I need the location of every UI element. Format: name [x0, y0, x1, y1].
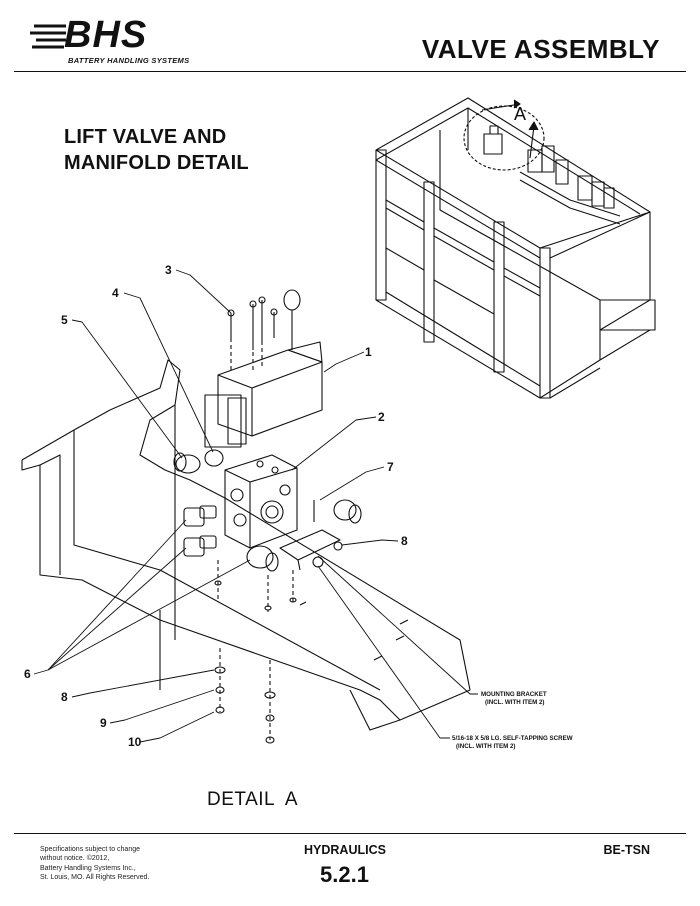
section-title-line-1: LIFT VALVE AND: [64, 126, 227, 148]
solenoid-valve-item-1: [204, 289, 323, 448]
note-mounting-bracket-line-1: MOUNTING BRACKET: [481, 691, 547, 698]
footer-disclaimer-line-3: Battery Handling Systems Inc.,: [40, 864, 136, 872]
footer-page-number: 5.2.1: [320, 862, 369, 887]
callout-9: 9: [100, 716, 107, 730]
note-screw-line-2: (INCL. WITH ITEM 2): [456, 743, 515, 750]
section-title-line-2: MANIFOLD DETAIL: [64, 152, 249, 174]
footer-section-name: HYDRAULICS: [304, 843, 386, 857]
footer-model: BE-TSN: [603, 843, 650, 857]
detail-a-view-label: A: [514, 104, 526, 124]
fittings: [173, 449, 362, 572]
bhs-logo: BHS BATTERY HANDLING SYSTEMS: [28, 10, 208, 66]
callout-1: 1: [365, 345, 372, 359]
note-screw-line-1: 5/16-18 X 5/8 LG. SELF-TAPPING SCREW: [452, 735, 573, 742]
leader-lines: [33, 269, 478, 743]
callout-8-washer: 8: [61, 690, 68, 704]
callout-8-bracket: 8: [401, 534, 408, 548]
footer-disclaimer-line-4: St. Louis, MO. All Rights Reserved.: [40, 873, 150, 881]
washers-nuts-items-8-9-10: [214, 580, 297, 744]
callout-2: 2: [378, 410, 385, 424]
manifold-block-item-2: [224, 454, 298, 549]
footer-disclaimer-line-1: Specifications subject to change: [40, 846, 141, 853]
logo-speed-lines-icon: [30, 24, 66, 49]
logo-tagline: BATTERY HANDLING SYSTEMS: [68, 56, 190, 65]
callout-3: 3: [165, 263, 172, 277]
callout-6: 6: [24, 667, 31, 681]
callout-5: 5: [61, 313, 68, 327]
section-title: LIFT VALVE AND MANIFOLD DETAIL: [64, 124, 249, 176]
detail-caption: DETAIL A: [207, 789, 299, 810]
detail-a-exploded-view: [21, 289, 471, 744]
callout-10: 10: [128, 735, 142, 749]
callout-4: 4: [112, 286, 119, 300]
valve-cluster: [519, 145, 621, 225]
footer-rule: [14, 833, 686, 834]
callout-7: 7: [387, 460, 394, 474]
page-title: VALVE ASSEMBLY: [421, 34, 660, 64]
footer-disclaimer-line-2: without notice. ©2012,: [40, 855, 110, 863]
footer-disclaimer: Specifications subject to change without…: [40, 845, 149, 882]
logo-wordmark: BHS: [64, 14, 148, 56]
frame-isometric-view: [375, 97, 656, 399]
header-rule: [14, 71, 686, 72]
note-mounting-bracket-line-2: (INCL. WITH ITEM 2): [485, 699, 544, 706]
